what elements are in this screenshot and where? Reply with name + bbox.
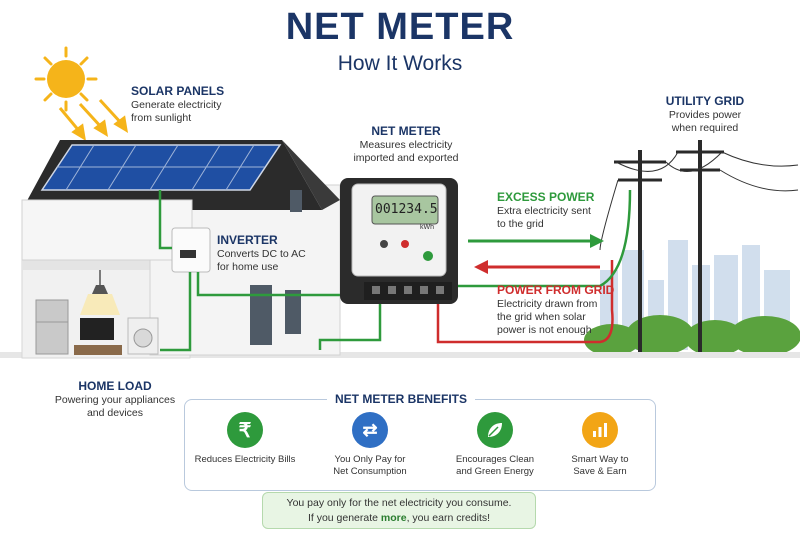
solar-panels-desc-1: Generate electricity [131, 99, 222, 111]
leaf-icon [477, 412, 513, 448]
ceiling-lamp [80, 270, 120, 315]
footer-note: You pay only for the net electricity you… [262, 492, 536, 529]
inverter-desc-2: for home use [217, 261, 279, 273]
excess-power-arrow [468, 234, 604, 248]
home-load-desc-1: Powering your appliances [54, 394, 176, 406]
utility-pole-right [676, 140, 724, 355]
solar-panels [40, 144, 282, 191]
meter-display: 001234.5 [375, 202, 438, 217]
excess-power-label: EXCESS POWER [497, 190, 595, 204]
grid-wire [436, 260, 614, 344]
exchange-arrows-icon: ⇄ [352, 412, 388, 448]
sun-icon [34, 46, 98, 112]
inverter-desc-1: Converts DC to AC [217, 248, 306, 260]
power-from-grid-desc-2: the grid when solar [497, 311, 586, 323]
net-meter-desc-2: imported and exported [353, 152, 459, 164]
home-load-label: HOME LOAD [78, 379, 152, 393]
washing-machine [127, 317, 159, 355]
power-from-grid-desc-3: power is not enough [497, 324, 592, 336]
rupee-icon: ₹ [227, 412, 263, 448]
net-meter-label: NET METER [371, 124, 441, 138]
net-meter-device [340, 178, 458, 304]
power-from-grid-label: POWER FROM GRID [497, 283, 615, 297]
power-lines [599, 151, 799, 251]
utility-grid-desc-2: when required [671, 122, 739, 134]
sunlight-arrows [58, 98, 129, 141]
bar-chart-icon [582, 412, 618, 448]
benefits-panel [184, 399, 656, 491]
footer-line-1: You pay only for the net electricity you… [286, 497, 512, 509]
tv [74, 318, 122, 355]
benefit-text: Reduces Electricity Bills [194, 454, 296, 465]
fridge [35, 299, 69, 355]
page-title: NET METER [285, 6, 515, 48]
utility-grid-desc-1: Provides power [668, 109, 742, 121]
page-subtitle: How It Works [337, 52, 463, 75]
solar-panels-desc-2: from sunlight [131, 112, 192, 124]
home-load-desc-2: and devices [86, 407, 144, 419]
bushes [584, 315, 800, 356]
power-from-grid-arrow [474, 260, 600, 274]
power-from-grid-desc-1: Electricity drawn from [497, 298, 598, 310]
solar-panels-label: SOLAR PANELS [131, 84, 225, 98]
inverter-label: INVERTER [217, 233, 278, 247]
excess-power-desc-2: to the grid [497, 218, 544, 230]
utility-grid-label: UTILITY GRID [665, 94, 745, 108]
net-meter-desc-1: Measures electricity [359, 139, 453, 151]
excess-power-desc-1: Extra electricity sent [497, 205, 591, 217]
dc-wire [158, 190, 382, 352]
export-wire [454, 189, 632, 288]
utility-pole-left [614, 150, 666, 355]
benefits-title: NET METER BENEFITS [327, 392, 476, 406]
inverter-unit [171, 227, 211, 273]
benefit-reduces-bills: ₹ Reduces Electricity Bills [190, 412, 300, 466]
ground [0, 352, 800, 358]
footer-line-2: If you generate more, you earn credits! [307, 512, 491, 524]
meter-unit: kWh [420, 224, 434, 231]
